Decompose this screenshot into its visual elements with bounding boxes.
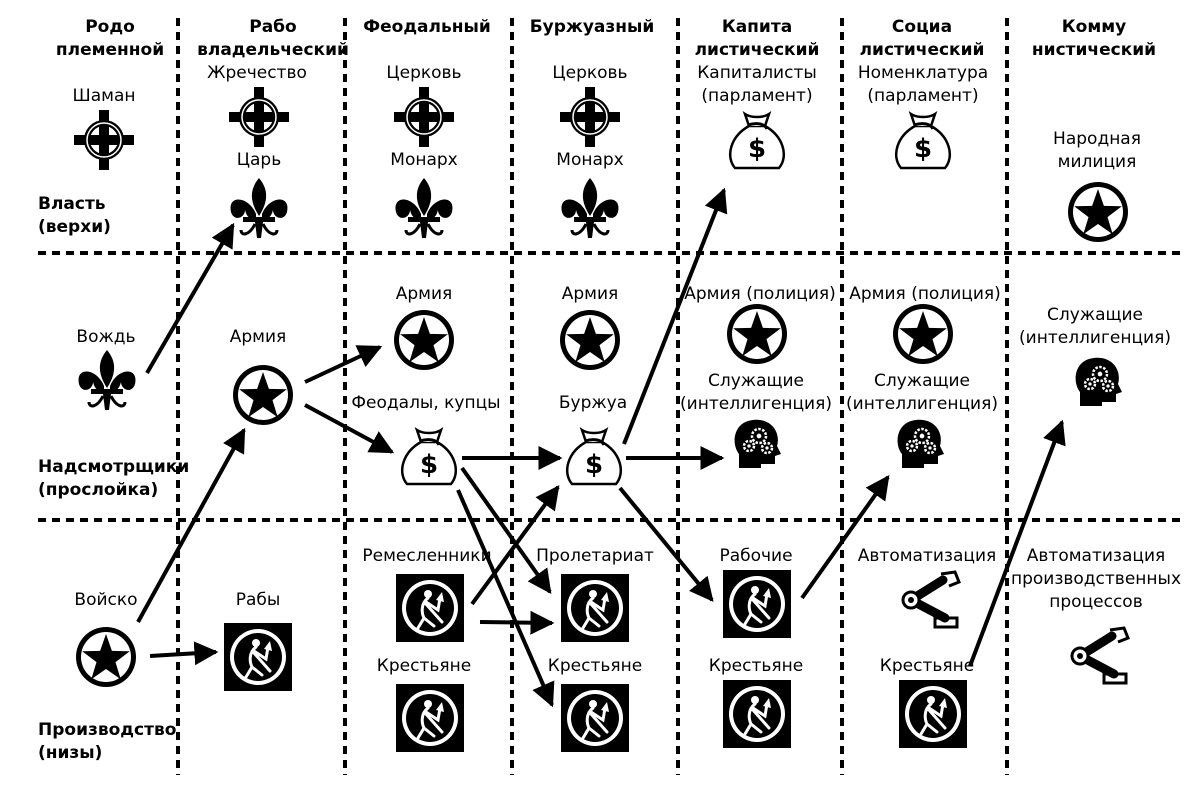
worker-icon — [899, 680, 967, 748]
fleur-de-lis-icon — [561, 178, 619, 238]
svg-text:$: $ — [748, 134, 766, 164]
label-priesthood: Жречество — [207, 63, 307, 83]
label-peasants-bourgeois: Крестьяне — [547, 656, 643, 676]
worker-icon — [224, 623, 292, 691]
label-army-bourgeois: Армия — [561, 284, 619, 304]
column-header-feudal: Феодальный — [363, 17, 491, 37]
flow-arrow — [149, 641, 219, 666]
label-feudals-merchants: Феодалы, купцы — [351, 393, 501, 413]
svg-text:$: $ — [420, 450, 438, 480]
svg-text:$: $ — [914, 134, 932, 164]
fleur-de-lis-icon — [78, 350, 136, 410]
robot-arm-icon — [901, 570, 961, 629]
celtic-cross-icon — [560, 87, 620, 147]
label-army-police-cap: Армия (полиция) — [684, 284, 836, 304]
flow-arrow — [800, 475, 890, 600]
label-nomenklatura: Номенклатура (парламент) — [857, 63, 989, 106]
money-bag-icon: $ — [566, 426, 622, 486]
money-bag-icon: $ — [401, 426, 457, 486]
worker-icon — [396, 574, 464, 642]
label-troops: Войско — [74, 590, 138, 610]
star-in-circle-icon — [394, 310, 454, 370]
label-bourgeois: Буржуа — [558, 393, 628, 413]
column-header-socialist: Социа листический — [859, 17, 985, 60]
label-army-slave: Армия — [229, 327, 287, 347]
flow-arrow — [460, 466, 552, 594]
head-gears-icon — [734, 419, 781, 468]
column-header-communist: Комму нистический — [1031, 17, 1157, 60]
head-gears-icon — [1075, 357, 1122, 406]
label-employees-soc: Служащие (интеллигенция) — [846, 371, 998, 414]
money-bag-icon: $ — [895, 110, 951, 170]
label-shaman: Шаман — [72, 86, 136, 106]
row-label-power: Власть (верхи) — [38, 194, 111, 237]
label-employees-com: Служащие (интеллигенция) — [1019, 305, 1171, 348]
row-label-overseers: Надсмотрщики (прослойка) — [38, 457, 190, 500]
head-gears-icon — [897, 419, 944, 468]
label-automation-soc: Автоматизация — [857, 546, 997, 566]
flow-arrow — [968, 419, 1066, 667]
celtic-cross-icon — [394, 87, 454, 147]
worker-icon — [561, 574, 629, 642]
row-label-production: Производство (низы) — [38, 720, 177, 763]
label-employees-cap: Служащие (интеллигенция) — [680, 371, 832, 414]
flow-arrow — [622, 187, 728, 445]
label-workers: Рабочие — [719, 546, 793, 566]
label-tsar: Царь — [236, 150, 282, 170]
label-capitalists: Капиталисты (парламент) — [697, 63, 817, 106]
worker-icon — [561, 684, 629, 752]
star-in-circle-icon — [727, 304, 787, 364]
label-church-bourgeois: Церковь — [552, 63, 628, 83]
column-header-tribal: Родо племенной — [55, 17, 165, 60]
svg-text:$: $ — [585, 450, 603, 480]
flow-arrow — [304, 345, 383, 384]
label-people-militia: Народная милиция — [1053, 129, 1141, 172]
label-artisans: Ремесленники — [362, 546, 492, 566]
star-in-circle-icon — [893, 304, 953, 364]
fleur-de-lis-icon — [230, 178, 288, 238]
label-monarch-feudal: Монарх — [390, 150, 458, 170]
flow-arrow — [456, 489, 555, 708]
label-monarch-bourgeois: Монарх — [556, 150, 624, 170]
column-header-slave: Рабо владельческий — [197, 17, 349, 60]
label-peasants-cap: Крестьяне — [708, 656, 804, 676]
flow-arrow — [145, 222, 235, 375]
star-in-circle-icon — [76, 627, 136, 687]
label-army-feudal: Армия — [395, 284, 453, 304]
celtic-cross-icon — [229, 87, 289, 147]
column-header-capitalist: Капита листический — [694, 17, 820, 60]
arrows — [136, 187, 1066, 708]
robot-arm-icon — [1070, 626, 1130, 685]
label-peasants-soc: Крестьяне — [879, 656, 975, 676]
icons: $ $ $ $ — [74, 87, 1130, 752]
column-header-bourgeois: Буржуазный — [529, 17, 655, 37]
celtic-cross-icon — [74, 110, 134, 170]
worker-icon — [396, 684, 464, 752]
worker-icon — [723, 680, 791, 748]
flow-arrow — [304, 403, 395, 454]
star-in-circle-icon — [1068, 182, 1128, 242]
label-church-feudal: Церковь — [386, 63, 462, 83]
star-in-circle-icon — [233, 365, 293, 425]
flow-arrow — [618, 486, 714, 602]
label-chief: Вождь — [76, 327, 136, 347]
fleur-de-lis-icon — [395, 178, 453, 238]
money-bag-icon: $ — [729, 110, 785, 170]
label-proletariat: Пролетариат — [536, 546, 654, 566]
grid-lines — [38, 18, 1180, 775]
label-peasants-feudal: Крестьяне — [376, 656, 472, 676]
star-in-circle-icon — [560, 310, 620, 370]
label-army-police-soc: Армия (полиция) — [849, 284, 1001, 304]
label-slaves: Рабы — [235, 590, 281, 610]
label-automation-com: Автоматизация производственных процессов — [1010, 546, 1182, 612]
flow-arrow — [136, 427, 246, 623]
worker-icon — [723, 570, 791, 638]
